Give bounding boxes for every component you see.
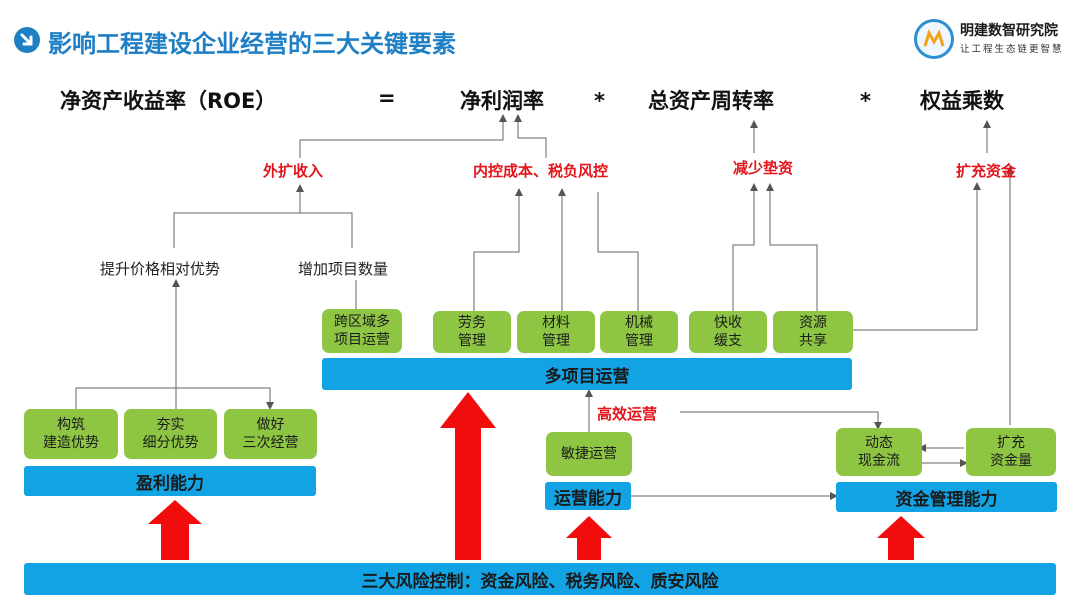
- box-consolidate: 夯实 细分优势: [124, 409, 217, 459]
- roe-label: 净资产收益率（ROE）: [60, 89, 277, 113]
- bar-profitability: 盈利能力: [24, 466, 316, 496]
- times-sign-2: *: [860, 89, 871, 113]
- logo-icon: [914, 19, 954, 59]
- box-agile-ops: 敏捷运营: [546, 432, 632, 476]
- box-fast-collect: 快收 缓支: [689, 311, 767, 353]
- red-arrow-ops: [566, 516, 612, 560]
- red-arrows: [148, 392, 925, 560]
- sub-driver-price-advantage: 提升价格相对优势: [100, 260, 221, 278]
- box-machinery: 机械 管理: [600, 311, 678, 353]
- box-material: 材料 管理: [517, 311, 595, 353]
- times-sign-1: *: [594, 89, 605, 113]
- box-dynamic-cash: 动态 现金流: [836, 428, 922, 476]
- box-build-advantage: 构筑 建造优势: [24, 409, 118, 459]
- driver-reduce-advance: 减少垫资: [733, 159, 794, 177]
- equity-multiplier-label: 权益乘数: [920, 89, 1004, 113]
- box-expand-funds: 扩充 资金量: [966, 428, 1056, 476]
- bar-operations: 运营能力: [545, 482, 631, 510]
- net-margin-label: 净利润率: [460, 89, 544, 113]
- asset-turnover-label: 总资产周转率: [648, 89, 774, 113]
- title-arrow-icon: [14, 27, 40, 53]
- bar-capital-mgmt: 资金管理能力: [836, 482, 1057, 512]
- box-cross-region: 跨区域多 项目运营: [322, 309, 402, 353]
- logo-slogan: 让工程生态链更智慧: [960, 44, 1064, 55]
- red-arrow-multi: [440, 392, 496, 560]
- page-title: 影响工程建设企业经营的三大关键要素: [48, 30, 456, 58]
- logo-name: 明建数智研究院: [960, 23, 1058, 39]
- box-labor: 劳务 管理: [433, 311, 511, 353]
- sub-driver-project-count: 增加项目数量: [298, 260, 389, 278]
- bar-multi-project: 多项目运营: [322, 358, 852, 390]
- equals-sign: =: [378, 86, 396, 110]
- bar-risk-control: 三大风险控制：资金风险、税务风险、质安风险: [24, 563, 1056, 595]
- box-tertiary: 做好 三次经营: [224, 409, 317, 459]
- driver-external-revenue: 外扩收入: [263, 162, 324, 180]
- label-efficient-ops: 高效运营: [597, 405, 658, 423]
- box-resource-share: 资源 共享: [773, 311, 853, 353]
- driver-internal-control: 内控成本、税负风控: [473, 162, 609, 180]
- red-arrow-profit: [148, 500, 202, 560]
- red-arrow-capital: [877, 516, 925, 560]
- driver-expand-capital: 扩充资金: [956, 162, 1017, 180]
